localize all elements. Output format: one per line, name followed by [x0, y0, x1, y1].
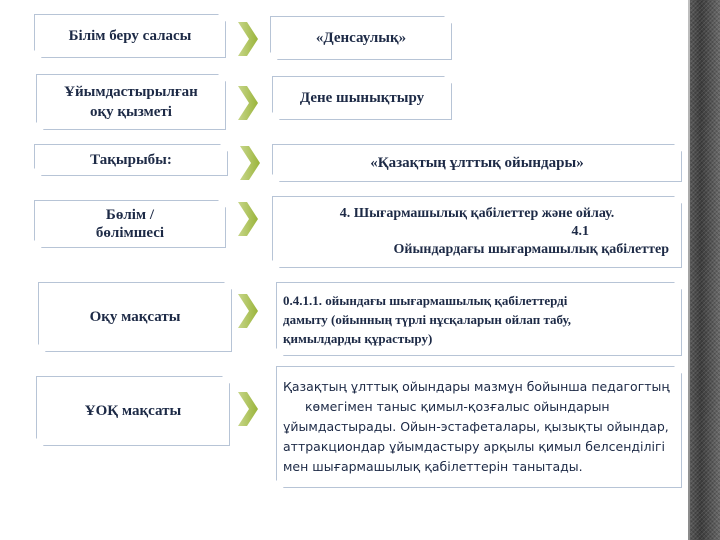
label-learning-goal: Оқу мақсаты [38, 282, 232, 352]
label-text: ҰОҚ мақсаты [84, 403, 182, 419]
value-text: «Денсаулық» [315, 29, 407, 46]
label-line: Бөлім / [105, 207, 155, 223]
decorative-stripe-edge [688, 0, 690, 540]
arrow-right-icon [240, 146, 260, 180]
value-activity-goal: Қазақтың ұлттық ойындары мазмұн бойынша … [276, 366, 682, 488]
value-line: Қазақтың ұлттық ойындары мазмұн бойынша … [283, 379, 670, 394]
label-line: Ұйымдастырылған [64, 84, 198, 100]
label-education-area: Білім беру саласы [34, 14, 226, 58]
arrow-right-icon [238, 294, 258, 328]
value-line: 0.4.1.1. ойындағы шығармашылық қабілетте… [283, 292, 568, 308]
label-topic: Тақырыбы: [34, 144, 228, 176]
arrow-right-icon [238, 86, 258, 120]
value-education-area: «Денсаулық» [270, 16, 452, 60]
value-line: Ойындардағы шығармашылық қабілеттер [393, 242, 669, 257]
arrow-right-icon [238, 202, 258, 236]
value-line: 4.1 [571, 224, 589, 239]
value-line: мен шығармашылық қабілеттерін танытады. [283, 459, 583, 474]
label-text: Тақырыбы: [90, 152, 172, 168]
value-section: 4. Шығармашылық қабілеттер және ойлау. 4… [272, 196, 682, 268]
label-text: Білім беру саласы [68, 28, 192, 44]
label-organized-activity: Ұйымдастырылған оқу қызметі [36, 74, 226, 130]
value-line: дамыту (ойынның түрлі нұсқаларын ойлап т… [283, 311, 571, 327]
value-topic: «Қазақтың ұлттық ойындары» [272, 144, 682, 182]
value-line: көмегімен таныс қимыл-қозғалыс ойындарын [305, 399, 610, 414]
value-text: «Қазақтың ұлттық ойындары» [370, 154, 584, 171]
value-learning-goal: 0.4.1.1. ойындағы шығармашылық қабілетте… [276, 282, 682, 356]
label-text: Оқу мақсаты [89, 309, 181, 325]
value-line: 4. Шығармашылық қабілеттер және ойлау. [339, 206, 615, 221]
value-line: аттракциондар ұйымдастыру арқылы қимыл б… [283, 439, 666, 454]
value-text: Дене шынықтыру [299, 89, 425, 106]
value-line: ұйымдастырады. Ойын-эстафеталары, қызықт… [283, 419, 669, 434]
arrow-right-icon [238, 22, 258, 56]
label-line: оқу қызметі [90, 104, 172, 120]
label-section: Бөлім / бөлімшесі [34, 200, 226, 248]
arrow-right-icon [238, 392, 258, 426]
value-line: қимылдарды құрастыру) [283, 330, 433, 346]
value-organized-activity: Дене шынықтыру [272, 76, 452, 120]
label-line: бөлімшесі [95, 225, 165, 241]
decorative-side-stripe [688, 0, 720, 540]
label-activity-goal: ҰОҚ мақсаты [36, 376, 230, 446]
